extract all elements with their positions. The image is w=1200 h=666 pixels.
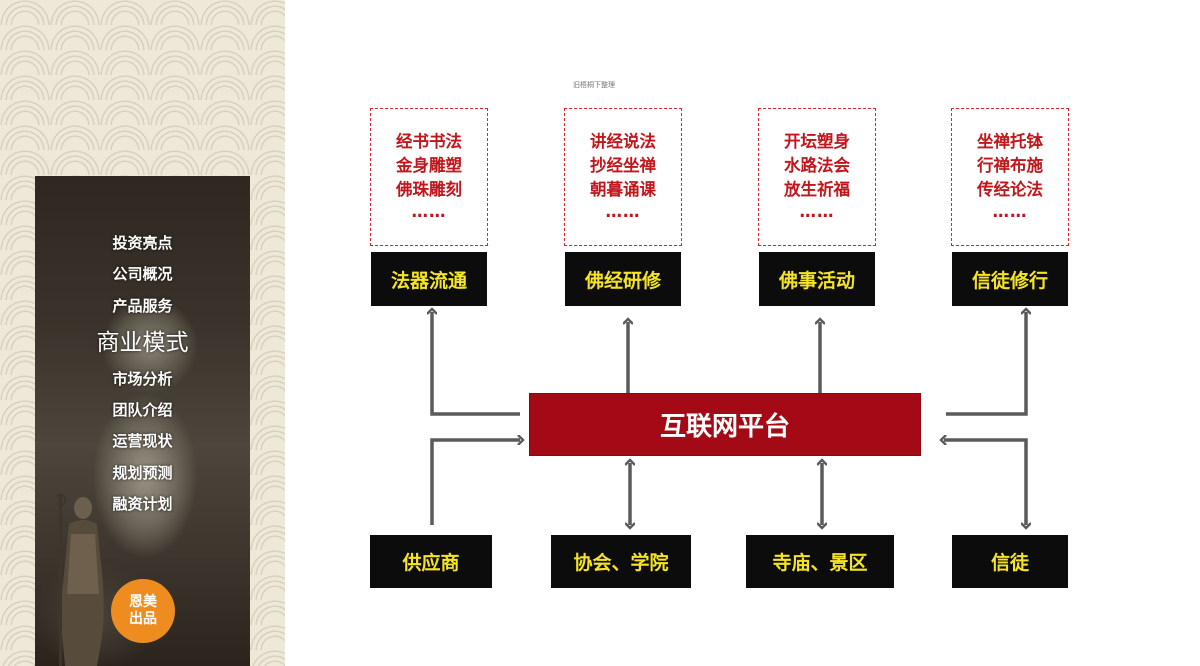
internet-platform-box: 互联网平台 [530, 394, 920, 455]
badge-line-1: 恩美 [129, 594, 157, 610]
arrow-to-believer-practice [946, 312, 1026, 416]
card-line: 水路法会 [784, 156, 850, 175]
buddha-grotto-photo: 投资亮点 公司概况 产品服务 商业模式 市场分析 团队介绍 运营现状 规划预测 … [35, 176, 250, 666]
nav-item-team[interactable]: 团队介绍 [112, 401, 173, 420]
label-ritual-goods: 法器流通 [371, 252, 487, 306]
nav-item-company-overview[interactable]: 公司概况 [112, 265, 173, 284]
card-line: 朝暮诵课 [590, 180, 656, 199]
node-temple-scenic: 寺庙、景区 [746, 535, 894, 588]
label-buddhist-events: 佛事活动 [759, 252, 875, 306]
card-line: 抄经坐禅 [590, 156, 656, 175]
card-sutra-study: 讲经说法 抄经坐禅 朝暮诵课 …… [564, 108, 682, 246]
card-line: 佛珠雕刻 [396, 180, 462, 199]
card-line: 开坛塑身 [784, 132, 850, 151]
card-ellipsis: …… [605, 202, 641, 221]
node-supplier: 供应商 [370, 535, 492, 588]
card-ritual-goods: 经书书法 金身雕塑 佛珠雕刻 …… [370, 108, 488, 246]
badge-line-2: 出品 [129, 611, 157, 627]
node-believers: 信徒 [952, 535, 1068, 588]
monk-statue-figure [57, 494, 104, 666]
nav-item-financing[interactable]: 融资计划 [112, 495, 173, 514]
label-sutra-study: 佛经研修 [565, 252, 681, 306]
card-buddhist-events: 开坛塑身 水路法会 放生祈福 …… [758, 108, 876, 246]
card-line: 放生祈福 [784, 180, 850, 199]
card-ellipsis: …… [992, 202, 1028, 221]
nav-item-investment-highlights[interactable]: 投资亮点 [112, 234, 173, 252]
producer-badge: 恩美出品 [111, 579, 175, 643]
source-caption: 旧梧桐下整理 [573, 81, 615, 89]
card-line: 行禅布施 [977, 156, 1043, 175]
arrow-platform-to-believer [944, 440, 1026, 525]
card-line: 讲经说法 [590, 132, 656, 151]
card-ellipsis: …… [411, 202, 447, 221]
nav-item-products-services[interactable]: 产品服务 [112, 296, 173, 315]
arrow-supplier-to-platform [430, 440, 520, 525]
card-ellipsis: …… [799, 202, 835, 221]
card-line: 经书书法 [396, 132, 462, 151]
label-believer-practice: 信徒修行 [952, 252, 1068, 306]
card-believer-practice: 坐禅托钵 行禅布施 传经论法 …… [951, 108, 1069, 246]
card-line: 金身雕塑 [396, 156, 462, 175]
nav-item-business-model[interactable]: 商业模式 [96, 329, 189, 356]
node-association-academy: 协会、学院 [551, 535, 691, 588]
nav-item-market-analysis[interactable]: 市场分析 [112, 369, 173, 388]
arrow-to-ritual-goods [432, 312, 520, 416]
sidebar-nav: 投资亮点 公司概况 产品服务 商业模式 市场分析 团队介绍 运营现状 规划预测 … [35, 228, 250, 520]
card-line: 传经论法 [977, 180, 1043, 199]
nav-item-operations[interactable]: 运营现状 [112, 432, 173, 451]
card-line: 坐禅托钵 [977, 132, 1043, 151]
nav-item-forecast[interactable]: 规划预测 [112, 463, 173, 482]
